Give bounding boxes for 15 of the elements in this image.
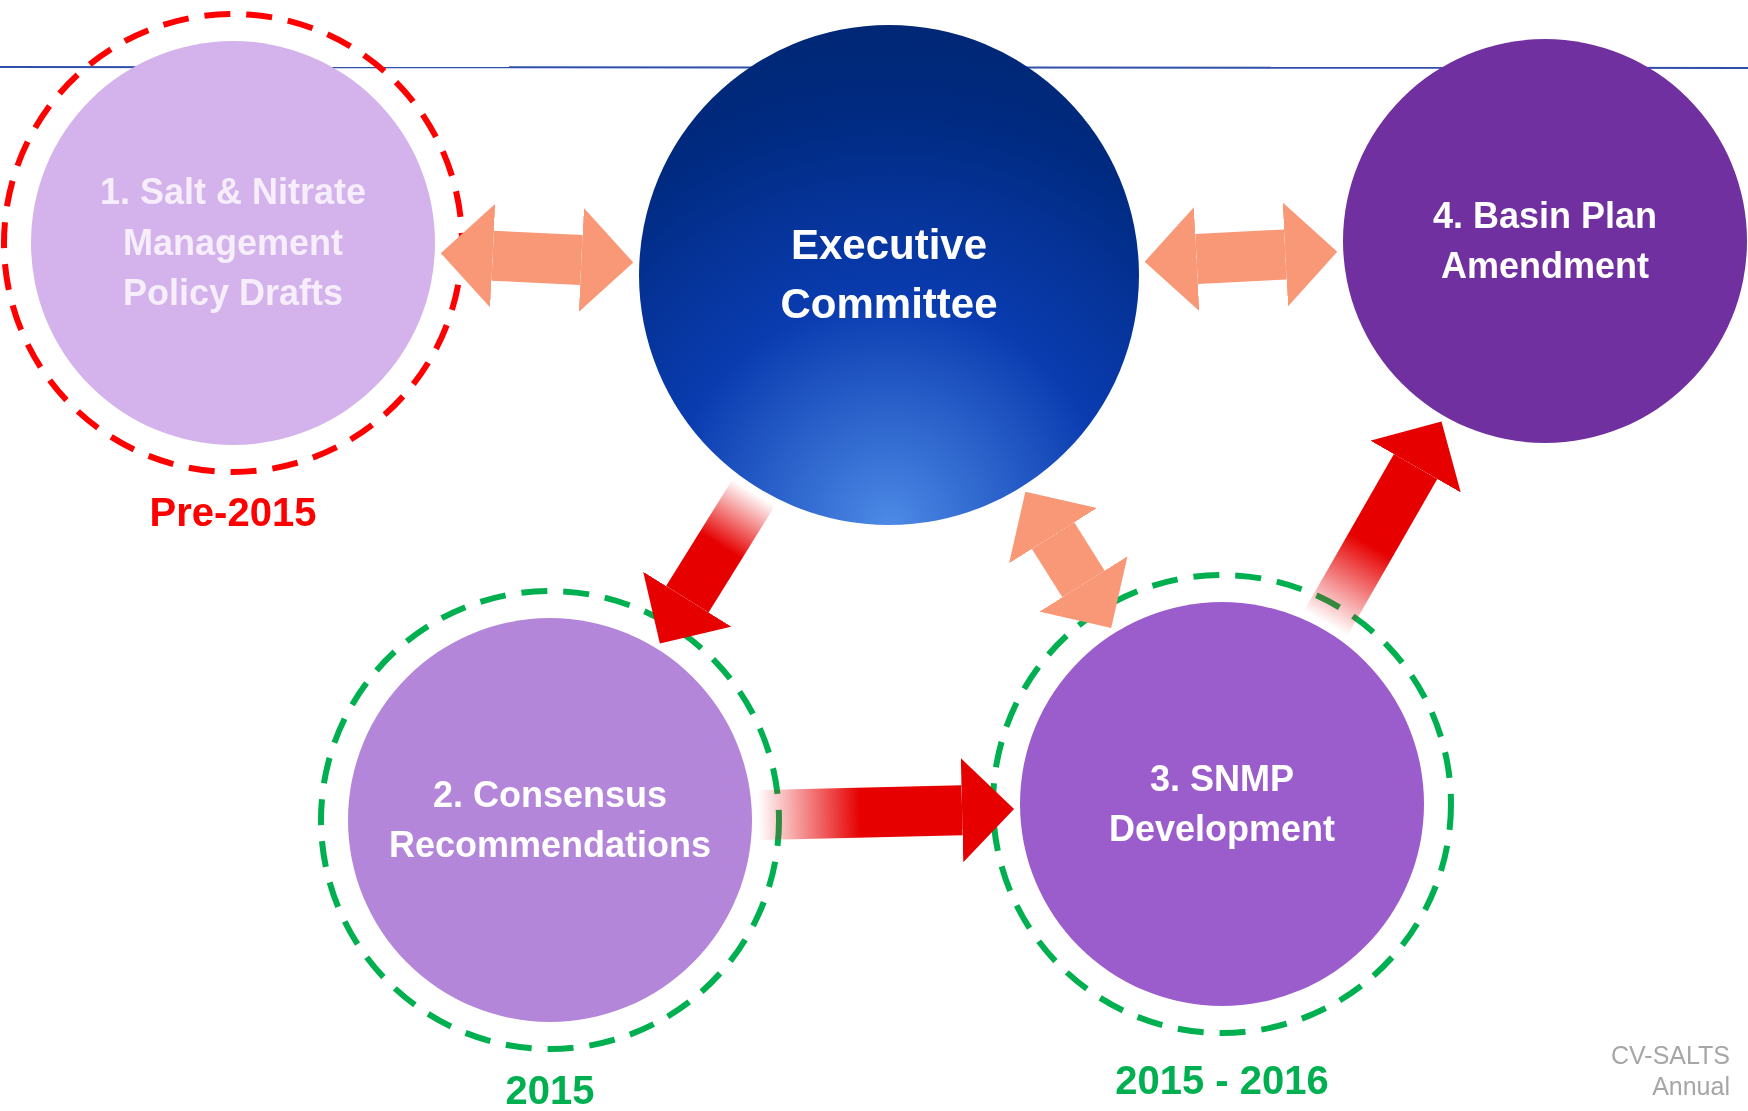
node-label: 3. SNMP Development xyxy=(1107,756,1337,851)
block-arrow xyxy=(643,479,775,644)
year-label: 2015 - 2016 xyxy=(1115,1058,1329,1103)
block-arrow xyxy=(757,758,1015,863)
block-arrow xyxy=(1144,202,1338,311)
block-arrow xyxy=(1303,421,1461,636)
footer-note: CV-SALTS Annual xyxy=(1609,1040,1730,1103)
node-label: 2. Consensus Recommendations xyxy=(387,772,713,867)
node-label: 4. Basin Plan Amendment xyxy=(1431,193,1659,288)
year-label: Pre-2015 xyxy=(149,490,317,535)
block-arrow xyxy=(1009,491,1128,628)
block-arrow xyxy=(440,203,634,312)
node-label: Executive Committee xyxy=(779,220,999,329)
year-label: 2015 xyxy=(505,1068,595,1111)
node-label: 1. Salt & Nitrate Management Policy Drafts xyxy=(98,170,368,316)
